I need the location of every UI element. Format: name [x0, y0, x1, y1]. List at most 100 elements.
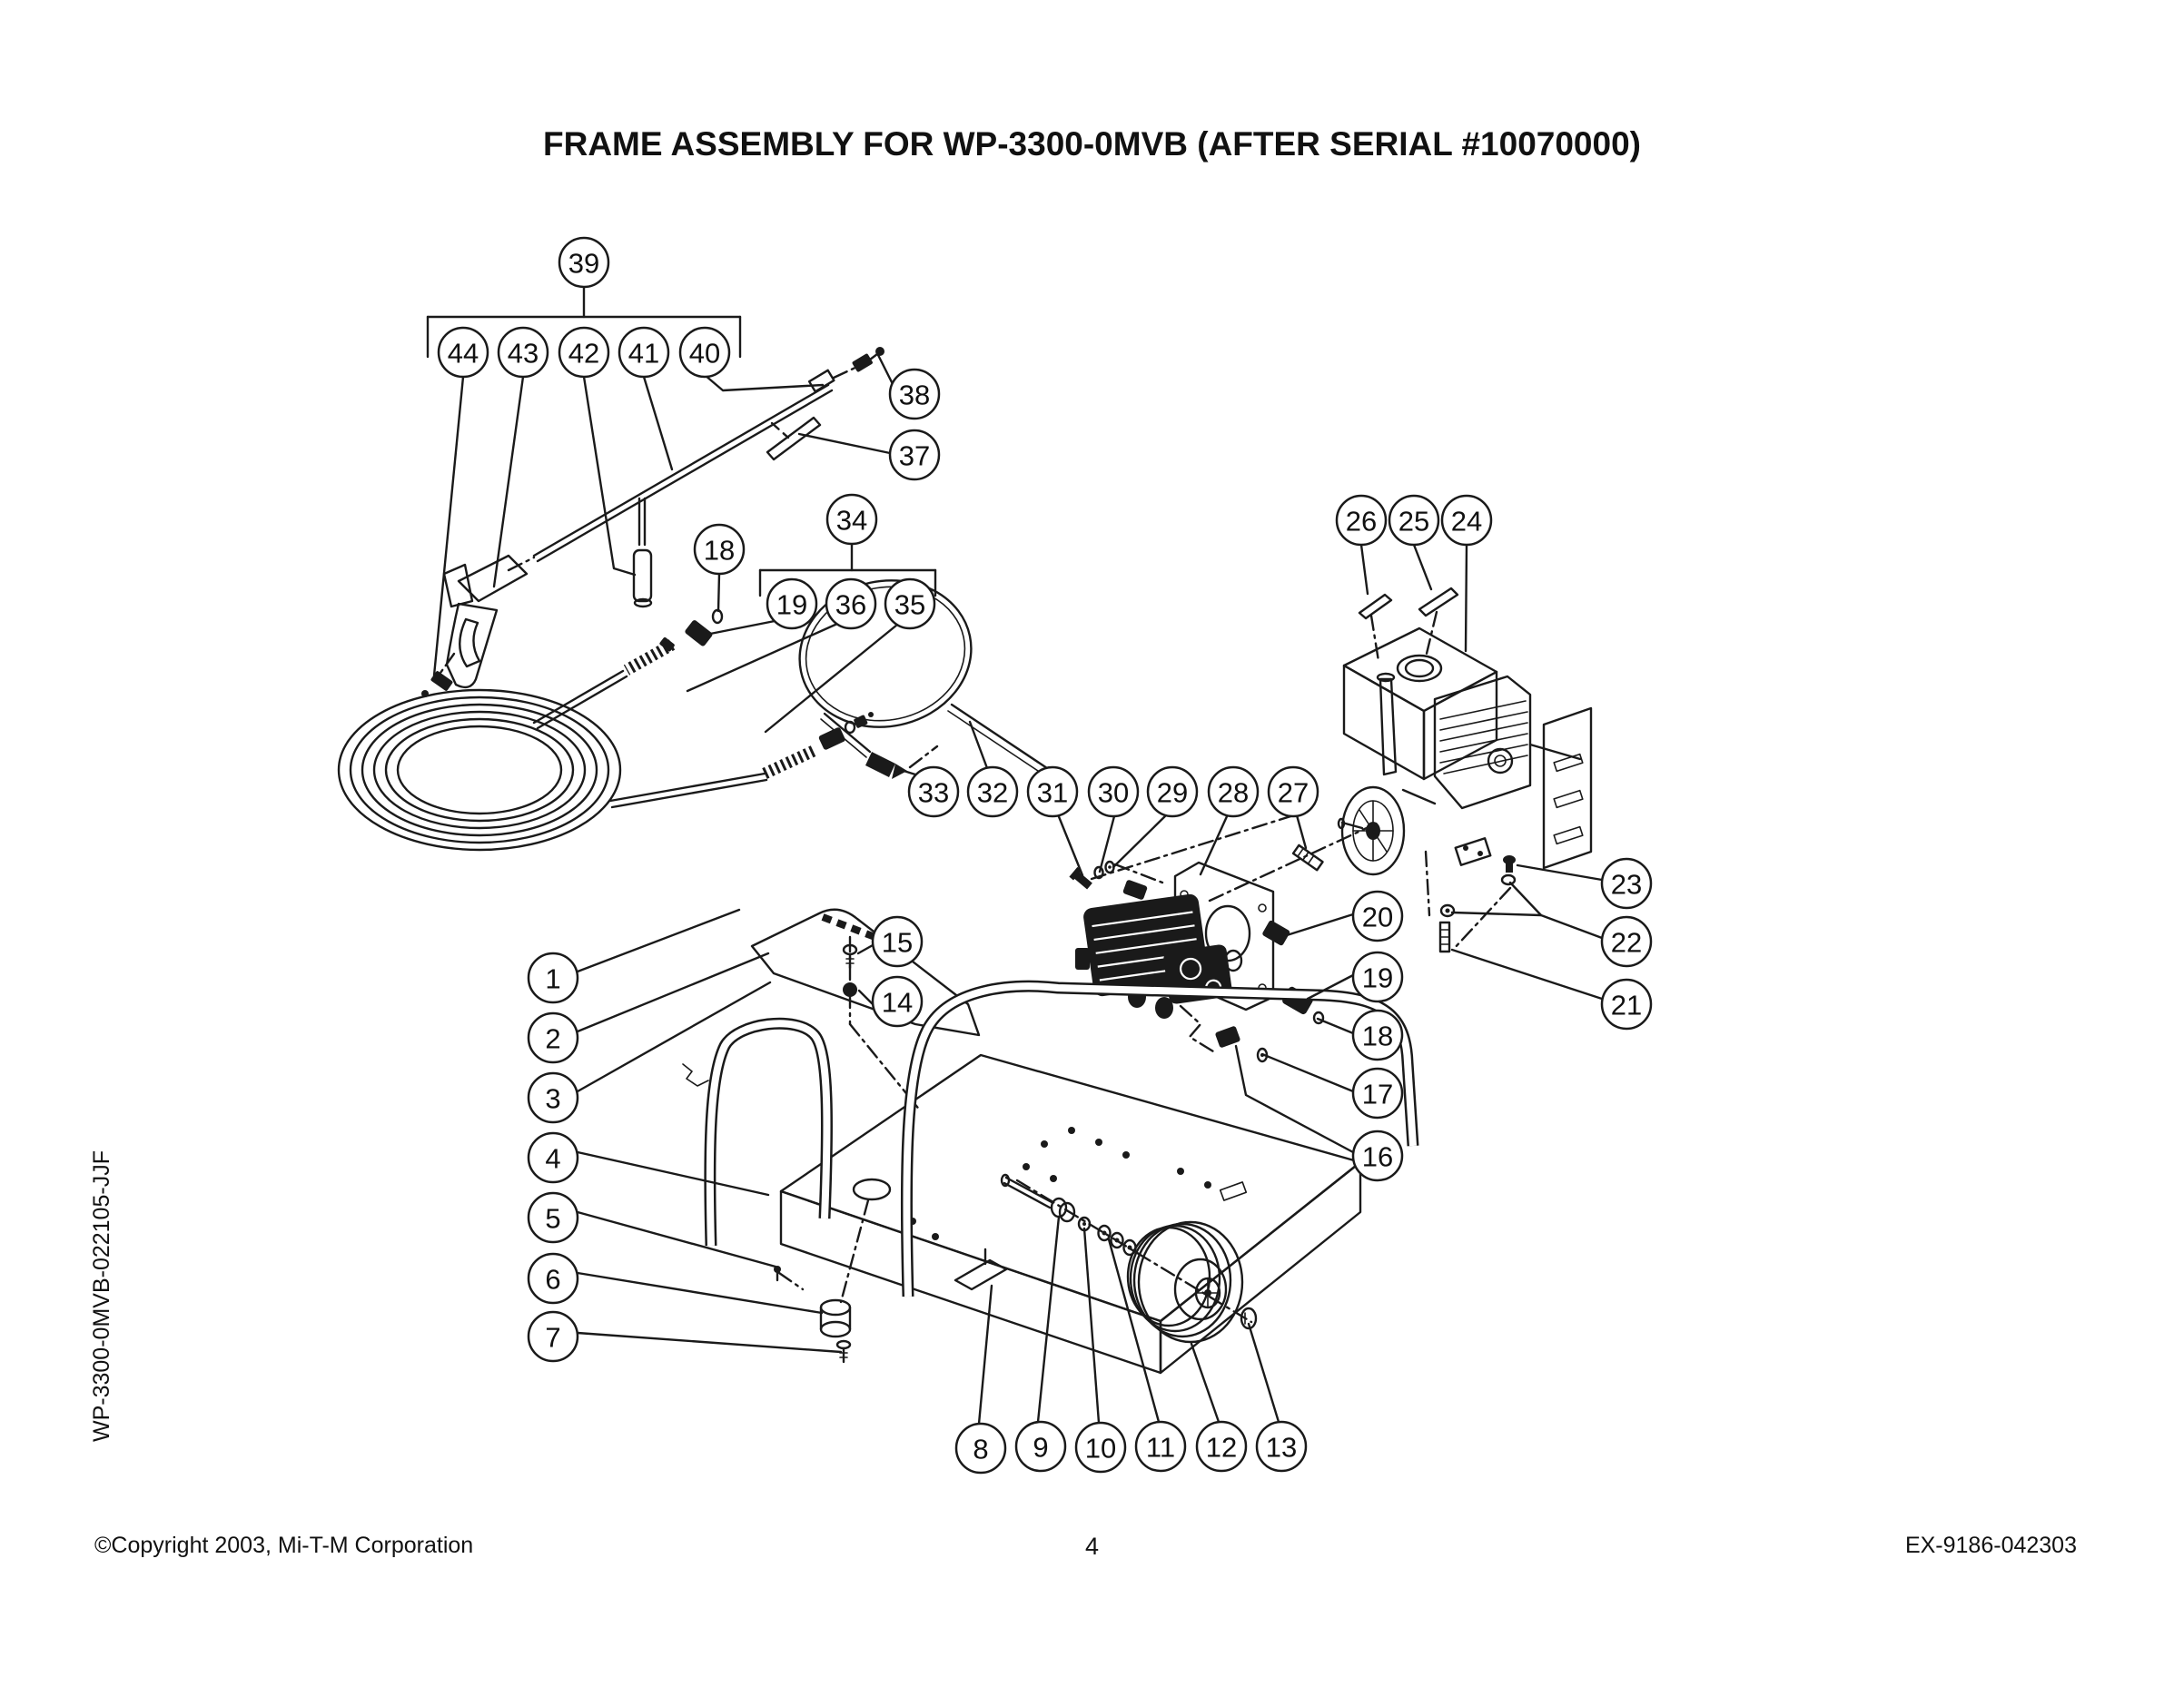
callout-number: 10: [1085, 1433, 1116, 1465]
pump-fasteners-drawing: [1069, 860, 1164, 890]
callout-bubble: [618, 326, 670, 379]
leader-line: [1098, 814, 1116, 873]
callout-27-c27: 27: [1267, 765, 1319, 850]
leader-line: [764, 623, 899, 734]
callout-19-c19a: 19: [699, 577, 818, 637]
spray-lance-drawing: [532, 347, 884, 563]
leader-line: [1295, 814, 1308, 850]
lance-tube-drawing: [632, 497, 653, 608]
leader-line: [716, 572, 721, 613]
group-callout-39: 39: [426, 236, 742, 359]
footer-copyright: ©Copyright 2003, Mi-T-M Corporation: [94, 1533, 474, 1558]
leader-line: [1508, 881, 1604, 940]
wand-coupler-drawing: [659, 608, 724, 652]
callout-15-c15: 15: [856, 915, 924, 968]
callout-3-c3: 3: [527, 981, 772, 1124]
callout-bubble: [527, 1011, 579, 1064]
callout-8-c8: 8: [954, 1284, 1007, 1475]
callout-4-c4: 4: [527, 1131, 770, 1197]
callout-bubble: [1600, 857, 1653, 910]
callout-bubble: [437, 326, 489, 379]
callout-14-c14: 14: [857, 975, 924, 1028]
callout-number: 26: [1346, 506, 1377, 538]
leader-line: [1412, 543, 1433, 591]
diagram-artwork: [337, 347, 1593, 1375]
leader-line: [899, 768, 917, 776]
callout-bubble: [1351, 1067, 1404, 1120]
leader-line: [977, 1284, 993, 1426]
callout-bubble: [1440, 494, 1493, 547]
callout-number: 35: [894, 589, 925, 621]
callout-number: 29: [1157, 777, 1188, 809]
spray-gun-drawing: [421, 554, 536, 697]
callout-26-c26: 26: [1335, 494, 1388, 596]
leader-line: [1056, 813, 1084, 877]
callout-bubble: [907, 765, 960, 818]
callout-number: 1: [545, 963, 560, 995]
leader-line: [797, 432, 892, 455]
callout-bubble: [527, 1191, 579, 1244]
callout-number: 17: [1362, 1079, 1393, 1110]
callout-2-c2: 2: [527, 952, 770, 1064]
callout-number: 43: [508, 338, 539, 370]
axle-wheel-drawing: [1000, 1173, 1258, 1344]
callout-bubble: [1267, 765, 1319, 818]
leader-line: [432, 375, 465, 677]
callout-bubble: [1351, 1009, 1404, 1061]
callout-number: 4: [545, 1143, 560, 1175]
callout-number: 36: [835, 589, 866, 621]
mount-bolt-27-drawing: [1291, 844, 1324, 872]
callout-bubble: [766, 577, 818, 630]
engine-plate-drawing: [682, 908, 981, 1087]
callout-number: 34: [836, 505, 867, 537]
callout-33-c33: 33: [899, 765, 960, 818]
leader-line: [968, 720, 989, 770]
callout-number: 22: [1611, 927, 1642, 959]
leader-line: [576, 952, 770, 1033]
callout-bubble: [825, 577, 877, 630]
vibration-isolator-drawing: [774, 1266, 852, 1364]
callout-bubble: [1014, 1420, 1067, 1473]
hose-coil-drawing: [337, 688, 622, 852]
leader-line: [1112, 812, 1170, 869]
callout-1-c1: 1: [527, 908, 741, 1004]
callout-number: 6: [545, 1264, 560, 1296]
callout-9-c9: 9: [1014, 1215, 1067, 1473]
callout-number: 11: [1146, 1432, 1175, 1464]
callout-11-c11: 11: [1107, 1238, 1187, 1473]
callout-number: 25: [1398, 506, 1429, 538]
footer-document-code: EX-9186-042303: [1904, 1533, 2077, 1558]
callout-number: 39: [568, 248, 599, 280]
engine-mount-fasteners-drawing: [1424, 850, 1517, 953]
callout-42-c42: 42: [558, 326, 637, 577]
callout-bubble: [871, 975, 924, 1028]
callout-bubble: [558, 326, 610, 379]
leader-line: [1464, 543, 1468, 653]
callout-number: 24: [1451, 506, 1482, 538]
lower-wand-drawing: [608, 712, 874, 809]
callout-bubble: [1087, 765, 1140, 818]
callout-43-c43: 43: [492, 326, 549, 588]
callout-number: 19: [1362, 962, 1393, 994]
callout-bubble: [1195, 1420, 1248, 1473]
frame-foot-drawing: [954, 1258, 1008, 1291]
callout-bubble: [527, 1252, 579, 1305]
callout-bubble: [1255, 1420, 1308, 1473]
leader-line: [686, 622, 839, 693]
callout-bubble: [1146, 765, 1199, 818]
leader-line: [576, 1150, 770, 1197]
callout-number: 7: [545, 1322, 560, 1354]
leader-line: [1082, 1227, 1101, 1425]
callout-number: 21: [1611, 990, 1642, 1021]
callout-number: 31: [1037, 777, 1068, 809]
callout-bubble: [1351, 1130, 1404, 1182]
callout-29-c29: 29: [1112, 765, 1199, 869]
alignment-lines: [777, 811, 1382, 1324]
callout-number: 15: [882, 927, 913, 959]
leader-line: [576, 981, 772, 1093]
callout-bubble: [884, 577, 936, 630]
leader-line: [1247, 1322, 1280, 1424]
callout-number: 30: [1098, 777, 1129, 809]
